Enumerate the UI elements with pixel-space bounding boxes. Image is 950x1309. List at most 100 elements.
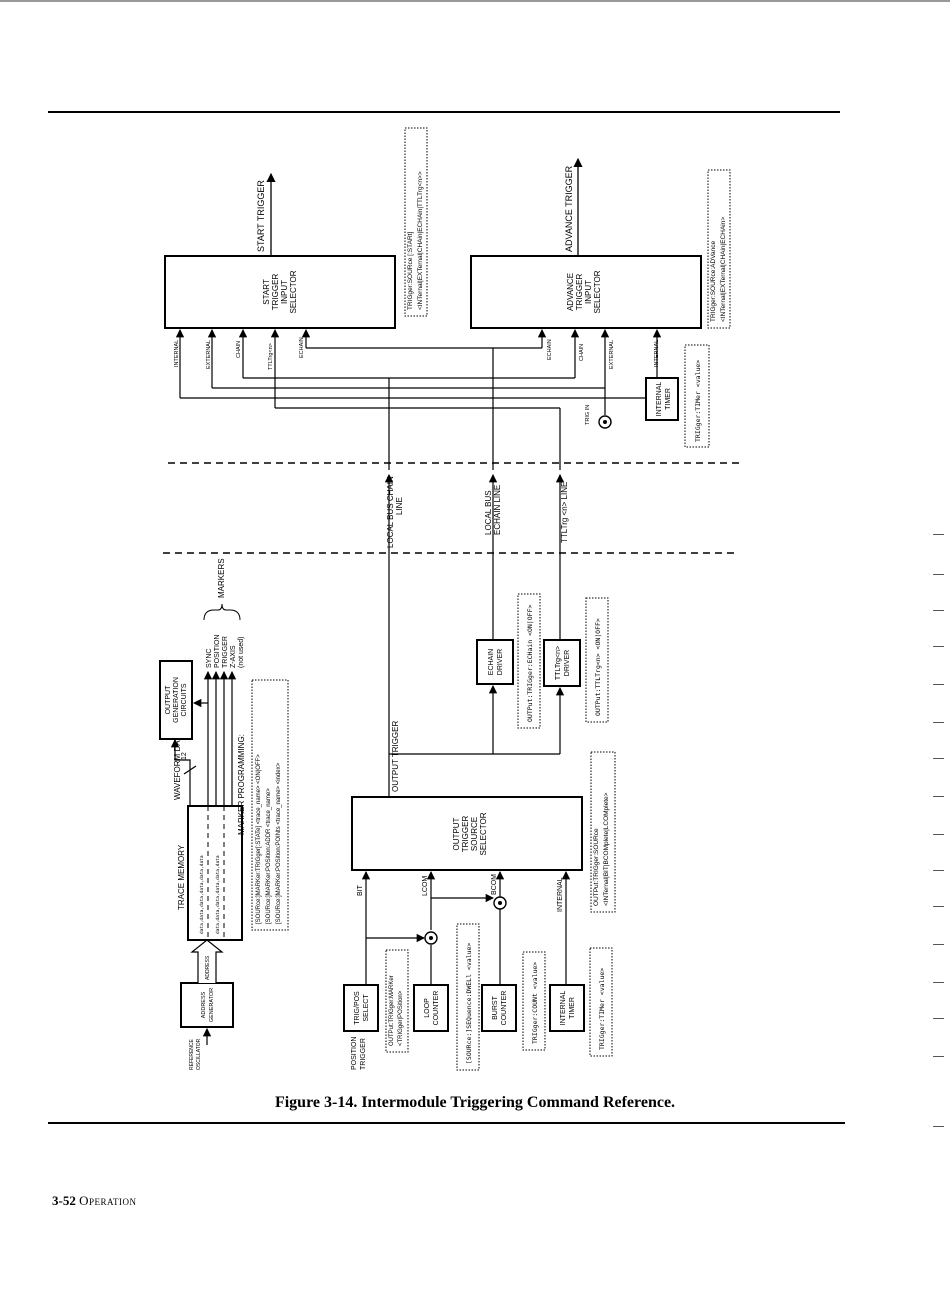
label-internal-adv: INTERNAL: [654, 340, 660, 367]
marker-command-box: [251, 679, 289, 931]
ref-osc-label2: OSCILLATOR: [196, 1038, 202, 1070]
bcom-label: BCOM: [491, 874, 498, 895]
margin-tick: [933, 646, 944, 647]
loop-counter-line1: LOOP: [424, 998, 431, 1018]
margin-tick: [933, 796, 944, 797]
ttl-command-box: [585, 597, 609, 723]
local-bus-chain-label2: LINE: [395, 497, 404, 515]
marker-command-line3: [SOURce:]MARKer:POSition:POINts <trace_n…: [276, 762, 282, 924]
burst-counter: BURST COUNTER: [481, 984, 517, 1032]
advance-command-line2: <INTernal|EXTernal|CHAin|ECHAin>: [720, 217, 727, 322]
bcom-gate-dot: [498, 901, 502, 905]
output-trigger-label: OUTPUT TRIGGER: [391, 721, 400, 792]
bus-slash: [183, 765, 197, 775]
margin-tick: [933, 684, 944, 685]
start-trigger-label: START TRIGGER: [256, 180, 266, 252]
label-echain-start: ECHAIN: [299, 337, 305, 358]
margin-tick: [933, 574, 944, 575]
label-echain-adv: ECHAIN: [547, 339, 553, 360]
ttltrg-driver: TTLTrg<n> DRIVER: [543, 639, 581, 687]
advance-selector-line2: TRIGGER: [575, 274, 584, 311]
intermodule-triggering-diagram: START TRIGGER INPUT SELECTOR START TRIGG…: [159, 127, 740, 1071]
label-chain-adv: CHAIN: [579, 344, 585, 361]
start-command-line2: <INTernal|EXTernal|CHAin|ECHAin|TTLTrg<n…: [417, 171, 424, 310]
timer-bot-line2: TIMER: [569, 997, 576, 1019]
markers-brace: [203, 603, 241, 621]
trig-pos-select: TRIG/POS SELECT: [343, 984, 379, 1032]
timer-top-line1: INTERNAL: [656, 382, 663, 417]
advance-trigger-label: ADVANCE TRIGGER: [564, 165, 574, 252]
trig-in-connector-dot: [603, 420, 607, 424]
label-external-adv: EXTERNAL: [609, 340, 615, 369]
markers-label: MARKERS: [217, 558, 226, 598]
margin-tick: [933, 834, 944, 835]
burst-command: TRIGger:COUNt <value>: [531, 962, 539, 1044]
output-selector-line4: SELECTOR: [479, 812, 488, 855]
label-external-start: EXTERNAL: [206, 340, 212, 369]
timer-top-line2: TIMER: [665, 388, 672, 410]
start-selector-line1: START: [262, 279, 271, 305]
output-selector-line2: TRIGGER: [461, 816, 470, 853]
margin-tick: [933, 870, 944, 871]
trace-memory-label: TRACE MEMORY: [177, 844, 186, 910]
trace-row-1: data,data,data,data,data,data: [199, 855, 205, 934]
margin-tick: [933, 1126, 944, 1127]
marker-command-line2: [SOURce:]MARKer:POSition:ADDR <trace_nam…: [266, 788, 272, 924]
addr-gen-line1: ADDRESS: [201, 991, 207, 1018]
margin-tick: [933, 534, 944, 535]
output-gen-line3: CIRCUITS: [181, 683, 188, 716]
loop-counter-line2: COUNTER: [433, 991, 440, 1026]
output-trigger-source-selector: OUTPUT TRIGGER SOURCE SELECTOR: [351, 796, 583, 871]
echain-driver: ECHAIN DRIVER: [476, 639, 514, 685]
sync-label: SYNC: [206, 649, 213, 668]
advance-selector-line4: SELECTOR: [593, 270, 602, 313]
trigpos-command-box: [385, 949, 409, 1053]
margin-tick: [933, 944, 944, 945]
margin-tick: [933, 1018, 944, 1019]
advance-selector-line3: INPUT: [584, 280, 593, 304]
burst-counter-line1: BURST: [492, 995, 499, 1019]
start-selector-line3: INPUT: [280, 280, 289, 304]
figure-caption: Figure 3-14. Intermodule Triggering Comm…: [274, 1094, 676, 1111]
output-selector-line1: OUTPUT: [452, 817, 461, 850]
ttl-command: OUTPut:TTLTrg<n> <ON|OFF>: [594, 618, 602, 716]
bit-label: BIT: [357, 884, 364, 896]
start-trigger-input-selector: START TRIGGER INPUT SELECTOR: [164, 255, 396, 329]
address-label: ADDRESS: [205, 955, 211, 980]
label-internal-start: INTERNAL: [174, 340, 180, 367]
start-selector-line2: TRIGGER: [271, 274, 280, 311]
marker-programming-heading: MARKER PROGRAMMING:: [237, 734, 246, 835]
output-gen-line1: OUTPUT: [165, 685, 172, 715]
local-bus-echain-label1: LOCAL BUS: [484, 490, 493, 535]
label-trig-in: TRIG IN: [585, 405, 591, 425]
page-number: 3-52: [52, 1193, 76, 1208]
advance-command-line1: TRIGger:SOURce:ADVance: [710, 240, 717, 322]
loop-command: [SOURce:]SEQuence:DWELl <value>: [465, 943, 473, 1064]
caption-rule: [48, 1122, 845, 1124]
margin-tick: [933, 1056, 944, 1057]
internal-timer-top: INTERNAL TIMER: [645, 377, 679, 421]
page-footer: 3-52 Operation: [52, 1193, 136, 1209]
internal-timer-bottom: INTERNAL TIMER: [549, 984, 585, 1032]
ref-osc-label1: REFERENCE: [189, 1038, 195, 1070]
output-gen-line2: GENERATION: [173, 677, 180, 723]
ttl-line-label: TTLTrg <n> LINE: [560, 482, 569, 543]
margin-tick: [933, 906, 944, 907]
not-used-label: (not used): [238, 636, 245, 668]
start-command-line1: TRIGger:SOURce [:STARt]: [407, 232, 414, 310]
loop-counter: LOOP COUNTER: [413, 984, 449, 1032]
margin-tick: [933, 722, 944, 723]
addr-gen-line2: GENERATOR: [209, 988, 215, 1022]
local-bus-chain-label1: LOCAL BUS CHAIN: [386, 476, 395, 548]
margin-tick: [933, 982, 944, 983]
timer-bottom-command-box: [589, 947, 613, 1057]
ttltrg-driver-line2: DRIVER: [564, 650, 571, 676]
timer-bot-line1: INTERNAL: [560, 991, 567, 1026]
label-ttltrg-start: TTLTrg<n>: [268, 343, 274, 370]
trace-memory: data,data,data,data,data,data data,data,…: [187, 805, 243, 941]
bus-width-label: 12: [181, 752, 188, 760]
internal-out-label: INTERNAL: [557, 877, 564, 912]
waveform-bus: [170, 738, 191, 806]
echain-driver-line1: ECHAIN: [488, 649, 495, 675]
timer-top-command-box: [684, 344, 710, 448]
